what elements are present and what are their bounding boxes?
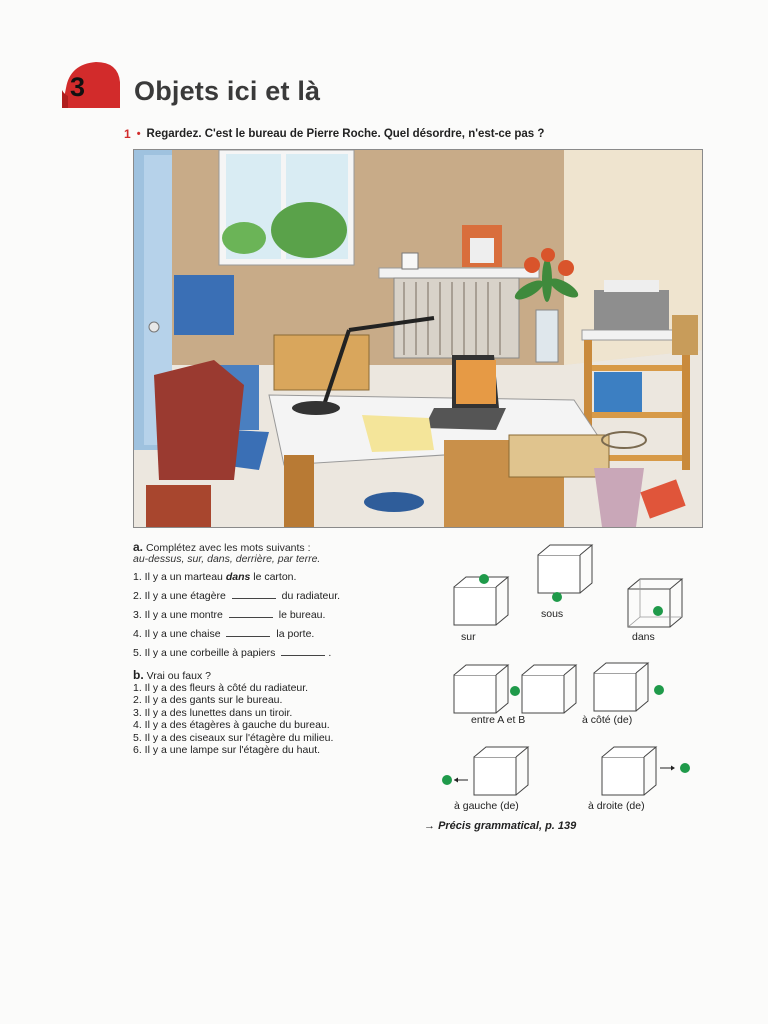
reference-text: Précis grammatical (438, 820, 539, 832)
green-dot-icon (479, 574, 489, 584)
exercise-b-label: b. (133, 668, 144, 682)
label-sur: sur (461, 631, 476, 643)
exercise-b-list: 1. Il y a des fleurs à côté du radiateur… (133, 682, 333, 756)
cube-droite-icon (601, 746, 657, 796)
green-dot-icon (653, 606, 663, 616)
photo-frame-icon (672, 315, 698, 355)
exercise-a-label: a. (133, 540, 144, 554)
lesson-title: Objets ici et là (134, 76, 321, 106)
exercise-a-list: 1. Il y a un marteau dans le carton. 2. … (133, 571, 340, 666)
activity-marker: 1 (124, 127, 131, 141)
list-item: 2. Il y a une étagère du radiateur. (133, 590, 341, 602)
lamp-icon (322, 329, 351, 406)
preposition-diagrams (442, 544, 690, 796)
cube-sous-icon (537, 544, 593, 594)
drawer-icon (508, 434, 610, 478)
answer-blank[interactable] (281, 647, 326, 656)
list-item: 1. Il y a des fleurs à côté du radiateur… (133, 682, 309, 694)
label-entre: entre A et B (471, 714, 526, 726)
list-item: 2. Il y a des gants sur le bureau. (133, 694, 283, 707)
green-dot-icon (680, 763, 690, 773)
label-droite: à droite (de) (588, 800, 645, 812)
answer-word: dans (225, 571, 251, 583)
cube-sur-icon (453, 576, 509, 626)
list-item: 4. Il y a une chaise la porte. (133, 628, 315, 640)
green-dot-icon (654, 685, 664, 695)
list-item: 6. Il y a une lampe sur l'étagère du hau… (133, 743, 321, 756)
arrow-right-icon: → (424, 820, 435, 832)
exercise-a-heading: a. Complétez avec les mots suivants : (133, 540, 311, 554)
exercise-b-instruction: Vrai ou faux ? (146, 670, 211, 682)
cube-b-icon (521, 664, 577, 714)
bullet-icon: • (136, 128, 141, 140)
answer-blank[interactable] (228, 609, 273, 618)
lesson-number: 3 (70, 72, 86, 102)
grammar-reference[interactable]: → Précis grammatical, p. 139 (424, 820, 576, 832)
activity-instruction-row: 1 • Regardez. C'est le bureau de Pierre … (124, 127, 544, 141)
racket-icon (601, 431, 647, 449)
box-icon (273, 334, 370, 391)
cube-a-icon (453, 664, 509, 714)
green-dot-icon (442, 775, 452, 785)
list-item: 3. Il y a des lunettes dans un tiroir. (133, 706, 293, 719)
cube-dans-icon (627, 578, 683, 628)
mug-icon (401, 252, 419, 270)
notebook-icon (640, 479, 686, 519)
label-dans: dans (632, 631, 655, 643)
printer-icon (594, 290, 669, 330)
lesson-badge (62, 62, 120, 108)
wastebasket-icon (594, 468, 644, 527)
radiator-icon (393, 277, 520, 359)
label-gauche: à gauche (de) (454, 800, 519, 812)
arrow-right-icon (671, 765, 675, 771)
answer-blank[interactable] (226, 628, 271, 637)
cube-gauche-icon (473, 746, 529, 796)
answer-blank[interactable] (231, 590, 276, 599)
green-dot-icon (510, 686, 520, 696)
gloves-icon (364, 492, 424, 512)
list-item: 3. Il y a une montre le bureau. (133, 609, 326, 621)
papers-icon (362, 415, 434, 452)
exercise-a-instruction: Complétez avec les mots suivants : (145, 542, 311, 554)
green-dot-icon (552, 592, 562, 602)
list-item: 4. Il y a des étagères à gauche du burea… (133, 719, 330, 732)
office-illustration (133, 149, 703, 528)
list-item: 5. Il y a une corbeille à papiers . (133, 647, 332, 659)
cube-cote-icon (593, 662, 649, 712)
list-item: 5. Il y a des ciseaux sur l'étagère du m… (133, 731, 334, 744)
briefcase-icon (146, 485, 211, 527)
exercise-b-heading: b. Vrai ou faux ? (133, 668, 211, 682)
exercise-a-word-bank: au-dessus, sur, dans, derrière, par terr… (133, 553, 321, 565)
vase-icon (535, 309, 559, 363)
activity-instruction: Regardez. C'est le bureau de Pierre Roch… (146, 128, 545, 140)
binders-icon (594, 372, 642, 412)
list-item: 1. Il y a un marteau dans le carton. (133, 571, 297, 583)
label-cote: à côté (de) (582, 714, 633, 726)
reference-page: , p. 139 (538, 820, 577, 832)
label-sous: sous (541, 608, 564, 620)
arrow-left-icon (454, 777, 458, 783)
jacket-icon (154, 360, 244, 480)
